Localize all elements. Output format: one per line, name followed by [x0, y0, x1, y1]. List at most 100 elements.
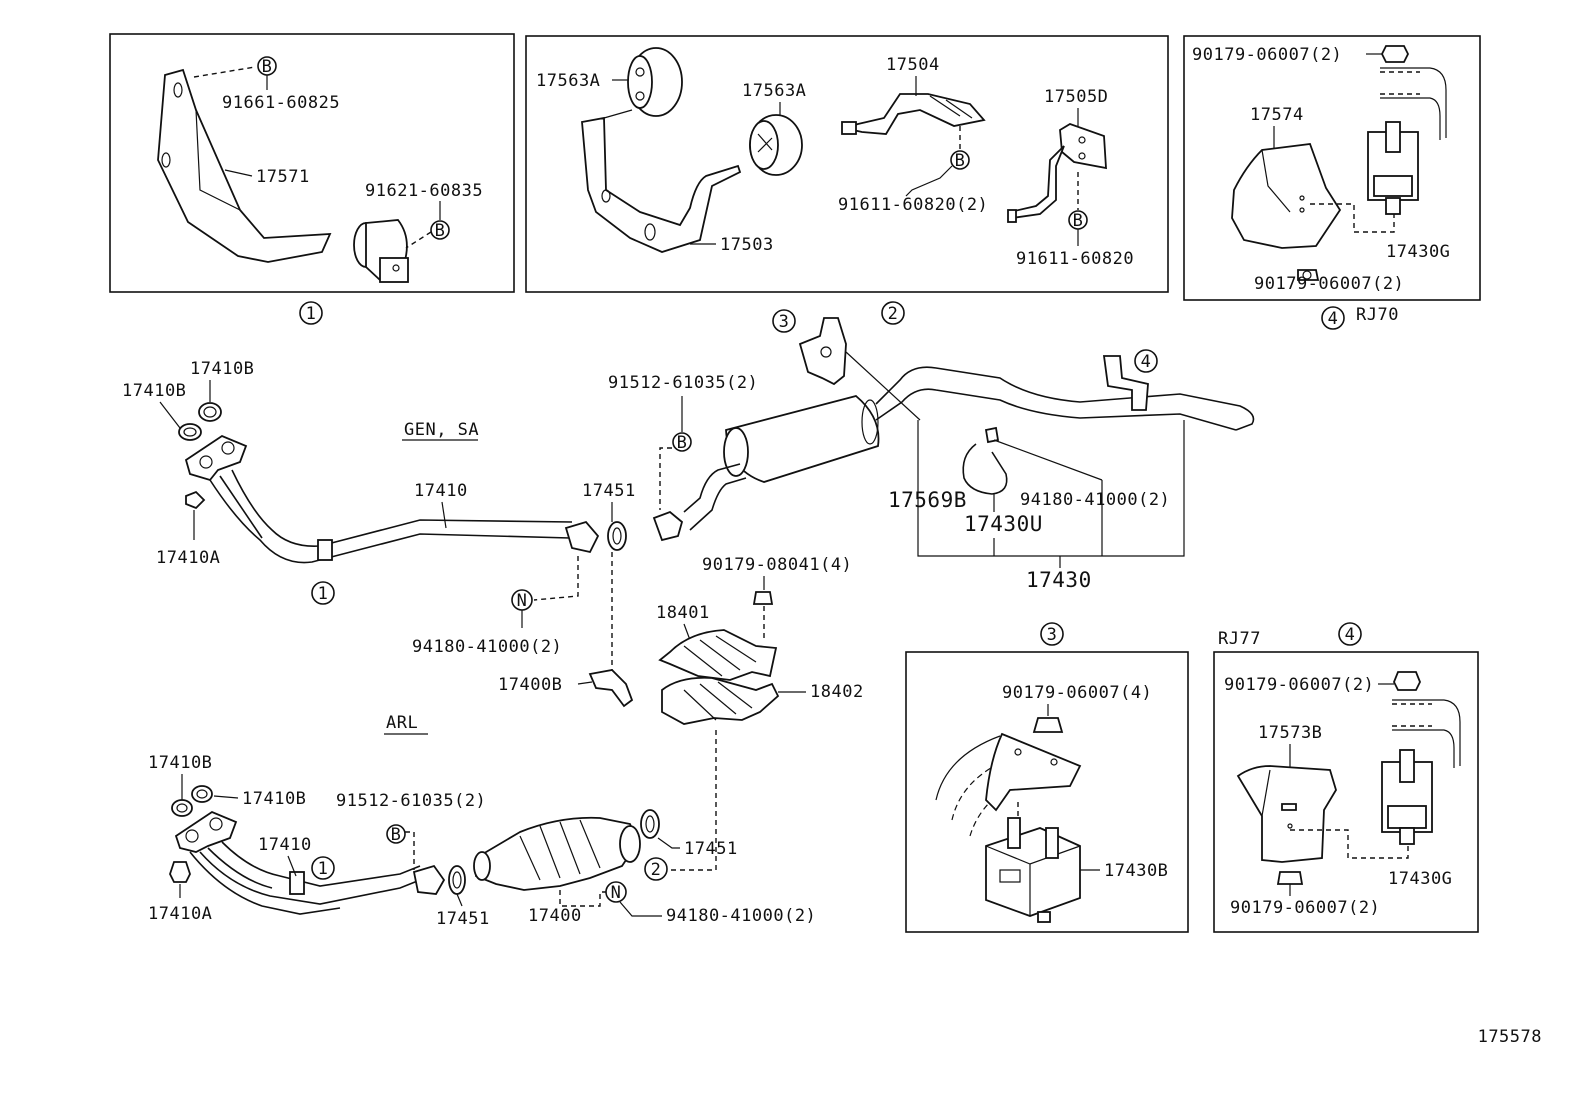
panel-1-frame	[109, 33, 515, 293]
callout-3-main	[772, 309, 796, 333]
label-17563A-right: 17563A	[742, 81, 806, 101]
label-17451-right: 17451	[684, 839, 738, 859]
clamp-91621-60835-drawing	[353, 219, 409, 283]
gasket-17451-arl-icon	[448, 865, 466, 895]
label-gen-sa: GEN, SA	[404, 420, 479, 440]
bracket-17574-drawing	[1231, 143, 1342, 249]
catalytic-converter-17400-drawing	[473, 816, 641, 891]
label-91621-60835: 91621-60835	[365, 181, 483, 201]
label-90179-06007-2-bot: 90179-06007(2)	[1254, 274, 1404, 294]
callout-1-text: 1	[318, 859, 329, 879]
callout-3-panel	[1040, 622, 1064, 646]
label-17574: 17574	[1250, 105, 1304, 125]
nut-icon	[1276, 871, 1304, 885]
gasket-17410B-icon	[191, 785, 213, 803]
callout-1-text: 1	[306, 304, 317, 324]
diagram-id: 175578	[1478, 1027, 1542, 1047]
hanger-3-main-drawing	[798, 317, 847, 386]
hanger-17563A-right-drawing	[749, 114, 803, 176]
label-17430B: 17430B	[1104, 861, 1168, 881]
label-17410B-d: 17410B	[242, 789, 306, 809]
label-17410-bot: 17410	[258, 835, 312, 855]
callout-1-main	[311, 581, 335, 605]
label-17410A-top: 17410A	[156, 548, 220, 568]
callout-2-text: 2	[651, 860, 662, 880]
label-17571: 17571	[256, 167, 310, 187]
label-17410B-b: 17410B	[122, 381, 186, 401]
nut-symbol: N	[517, 591, 528, 611]
label-90179-06007-2-rj77-bot: 90179-06007(2)	[1230, 898, 1380, 918]
callout-1-panel	[299, 301, 323, 325]
bolt-symbol: B	[435, 221, 446, 241]
label-91611-60820: 91611-60820	[1016, 249, 1134, 269]
label-17430U: 17430U	[964, 512, 1043, 536]
callout-4-text: 4	[1141, 352, 1152, 372]
gasket-17410B-icon	[198, 402, 222, 422]
label-17451-top: 17451	[582, 481, 636, 501]
label-91611-60820-2: 91611-60820(2)	[838, 195, 988, 215]
label-91512-61035-2-top: 91512-61035(2)	[608, 373, 758, 393]
clamp-17430U-drawing	[962, 426, 1008, 495]
callout-4-text: 4	[1328, 309, 1339, 329]
hanger-17504-drawing	[841, 93, 986, 135]
panel-3-frame	[905, 651, 1189, 933]
gasket-17410B-icon	[171, 799, 193, 817]
label-17400: 17400	[528, 906, 582, 926]
gasket-17451-right-icon	[640, 809, 660, 839]
bracket-17505D-drawing	[1007, 123, 1107, 223]
label-90179-06007-2-top: 90179-06007(2)	[1192, 45, 1342, 65]
label-94180-41000-2-right: 94180-41000(2)	[1020, 490, 1170, 510]
bolt-symbol: B	[677, 433, 688, 453]
label-17430G-rj70: 17430G	[1386, 242, 1450, 262]
label-17573B: 17573B	[1258, 723, 1322, 743]
label-17503: 17503	[720, 235, 774, 255]
panel-4-rj77-frame	[1213, 651, 1479, 933]
gasket-17451-icon	[607, 521, 627, 551]
nut-icon	[1393, 671, 1421, 691]
bracket-17503-drawing	[581, 109, 742, 253]
bracket-17571-drawing	[157, 68, 332, 263]
panel-2-frame	[525, 35, 1169, 293]
gasket-17410B-icon	[178, 423, 202, 441]
nut-symbol-icon	[605, 881, 627, 903]
label-17569B: 17569B	[888, 488, 967, 512]
nut-symbol: N	[611, 883, 622, 903]
front-pipe-17410-gen-drawing	[184, 434, 600, 564]
nut-icon	[1380, 45, 1410, 63]
callout-2-panel	[881, 301, 905, 325]
callout-4-main	[1134, 349, 1158, 373]
front-pipe-17410-arl-drawing	[174, 810, 446, 915]
bolt-symbol: B	[955, 151, 966, 171]
label-17505D: 17505D	[1044, 87, 1108, 107]
heat-insulator-18401-drawing	[658, 629, 778, 681]
label-17430G-rj77: 17430G	[1388, 869, 1452, 889]
callout-4-text: 4	[1345, 625, 1356, 645]
label-90179-06007-4: 90179-06007(4)	[1002, 683, 1152, 703]
muffler-17430-drawing	[652, 366, 1255, 542]
label-arl: ARL	[386, 713, 418, 733]
mount-17430G-rj77-drawing	[1381, 699, 1461, 845]
callout-4-rj77	[1338, 622, 1362, 646]
mount-17430B-drawing	[985, 817, 1081, 923]
bracket-17573B-drawing	[1236, 765, 1337, 863]
heat-insulator-18402-drawing	[661, 676, 780, 725]
label-17563A-left: 17563A	[536, 71, 600, 91]
label-17504: 17504	[886, 55, 940, 75]
label-17410-top: 17410	[414, 481, 468, 501]
panel-4-rj70-frame	[1183, 35, 1481, 301]
bolt-symbol: B	[1073, 211, 1084, 231]
hanger-4-main-drawing	[1102, 355, 1149, 411]
label-18401: 18401	[656, 603, 710, 623]
bracket-17400B-drawing	[588, 669, 634, 708]
label-17451-bot: 17451	[436, 909, 490, 929]
callout-3-text: 3	[779, 312, 790, 332]
nut-90179-08041-icon	[752, 591, 774, 605]
label-90179-08041-4: 90179-08041(4)	[702, 555, 852, 575]
nut-17410A-icon	[185, 490, 206, 510]
label-rj77: RJ77	[1218, 629, 1261, 649]
callout-2-text: 2	[888, 304, 899, 324]
label-94180-41000-2-mid: 94180-41000(2)	[412, 637, 562, 657]
label-17430: 17430	[1026, 568, 1092, 592]
